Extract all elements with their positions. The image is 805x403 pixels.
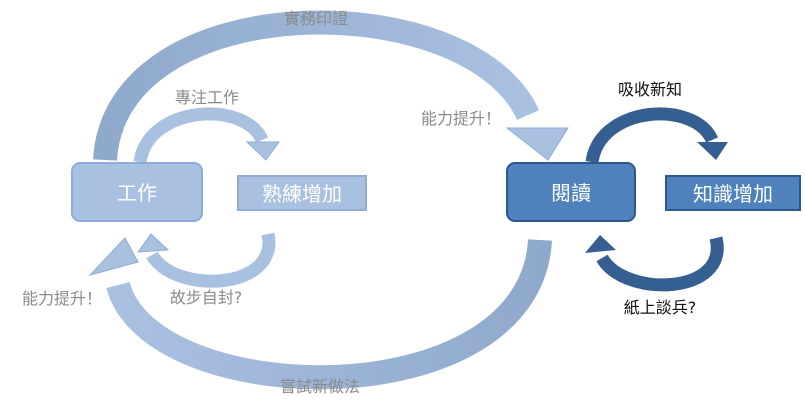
absorb-knowledge-label: 吸收新知: [618, 80, 682, 99]
proficiency-box: 熟練增加: [237, 175, 367, 211]
work-box: 工作: [71, 162, 203, 222]
complacent-arrow: [136, 232, 276, 288]
proficiency-box-label: 熟練增加: [262, 182, 342, 206]
paper-talk-arrow: [585, 235, 724, 292]
ability-up-left-label: 能力提升！: [22, 289, 102, 308]
try-new-methods-arrow: [88, 237, 552, 390]
focus-work-arrow: [133, 107, 280, 164]
absorb-knowledge-arrow: [585, 107, 728, 164]
reading-box: 閱讀: [506, 162, 636, 222]
reading-box-label: 閱讀: [551, 181, 591, 205]
try-new-methods-label: 嘗試新做法: [280, 377, 360, 396]
focus-work-label: 專注工作: [175, 88, 239, 107]
practice-arrow: [93, 10, 569, 162]
ability-up-right-label: 能力提升！: [421, 109, 501, 128]
practice-label: 實務印證: [284, 9, 348, 28]
complacent-label: 故步自封?: [170, 288, 243, 307]
work-box-label: 工作: [117, 181, 157, 205]
knowledge-box-label: 知識增加: [693, 182, 773, 206]
knowledge-box: 知識增加: [665, 175, 801, 211]
paper-talk-label: 紙上談兵?: [624, 298, 697, 317]
